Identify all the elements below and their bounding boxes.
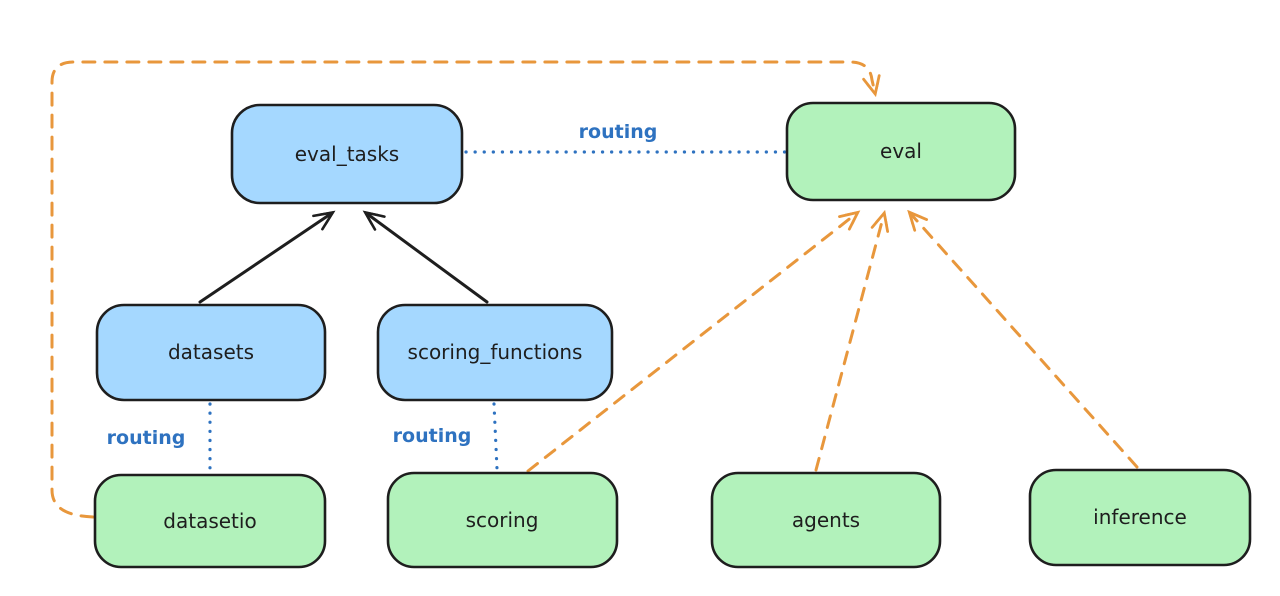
node-scoring-label: scoring: [466, 508, 539, 532]
node-scoring-box: [386, 471, 619, 569]
node-eval-box: [785, 101, 1017, 202]
edge-datasets-to-eval_tasks: [198, 213, 332, 304]
edge-datasetio-to-eval: [50, 60, 875, 519]
node-datasetio-box: [93, 473, 327, 569]
edge-agents-to-eval: [814, 214, 884, 472]
routing-label-eval_tasks-eval: routing: [579, 121, 658, 143]
node-datasetio-label: datasetio: [163, 509, 256, 533]
edge-scoring_functions-to-scoring-routing: [492, 402, 499, 471]
node-datasets: datasets: [95, 303, 327, 402]
node-eval-label: eval: [880, 139, 922, 163]
routing-label-datasets-datasetio: routing: [107, 427, 186, 449]
node-datasets-label: datasets: [168, 340, 254, 364]
node-eval_tasks-box: [230, 103, 464, 205]
node-scoring_functions-label: scoring_functions: [408, 340, 583, 364]
node-inference-label: inference: [1093, 505, 1187, 529]
node-inference: inference: [1028, 468, 1252, 567]
node-datasets-box: [95, 303, 327, 402]
node-agents: agents: [710, 471, 942, 569]
node-scoring: scoring: [386, 471, 619, 569]
node-scoring_functions: scoring_functions: [376, 303, 614, 402]
node-datasetio: datasetio: [93, 473, 327, 569]
node-eval_tasks-label: eval_tasks: [295, 142, 399, 166]
edge-scoring_functions-to-eval_tasks: [366, 213, 489, 304]
edge-scoring-to-eval: [526, 213, 857, 473]
edge-inference-to-eval: [910, 213, 1139, 469]
node-inference-box: [1028, 468, 1252, 567]
routing-label-scoring_functions-scoring: routing: [393, 425, 472, 447]
node-agents-label: agents: [792, 508, 860, 532]
node-agents-box: [710, 471, 942, 569]
node-eval_tasks: eval_tasks: [230, 103, 464, 205]
node-scoring_functions-box: [376, 303, 614, 402]
node-eval: eval: [785, 101, 1017, 202]
